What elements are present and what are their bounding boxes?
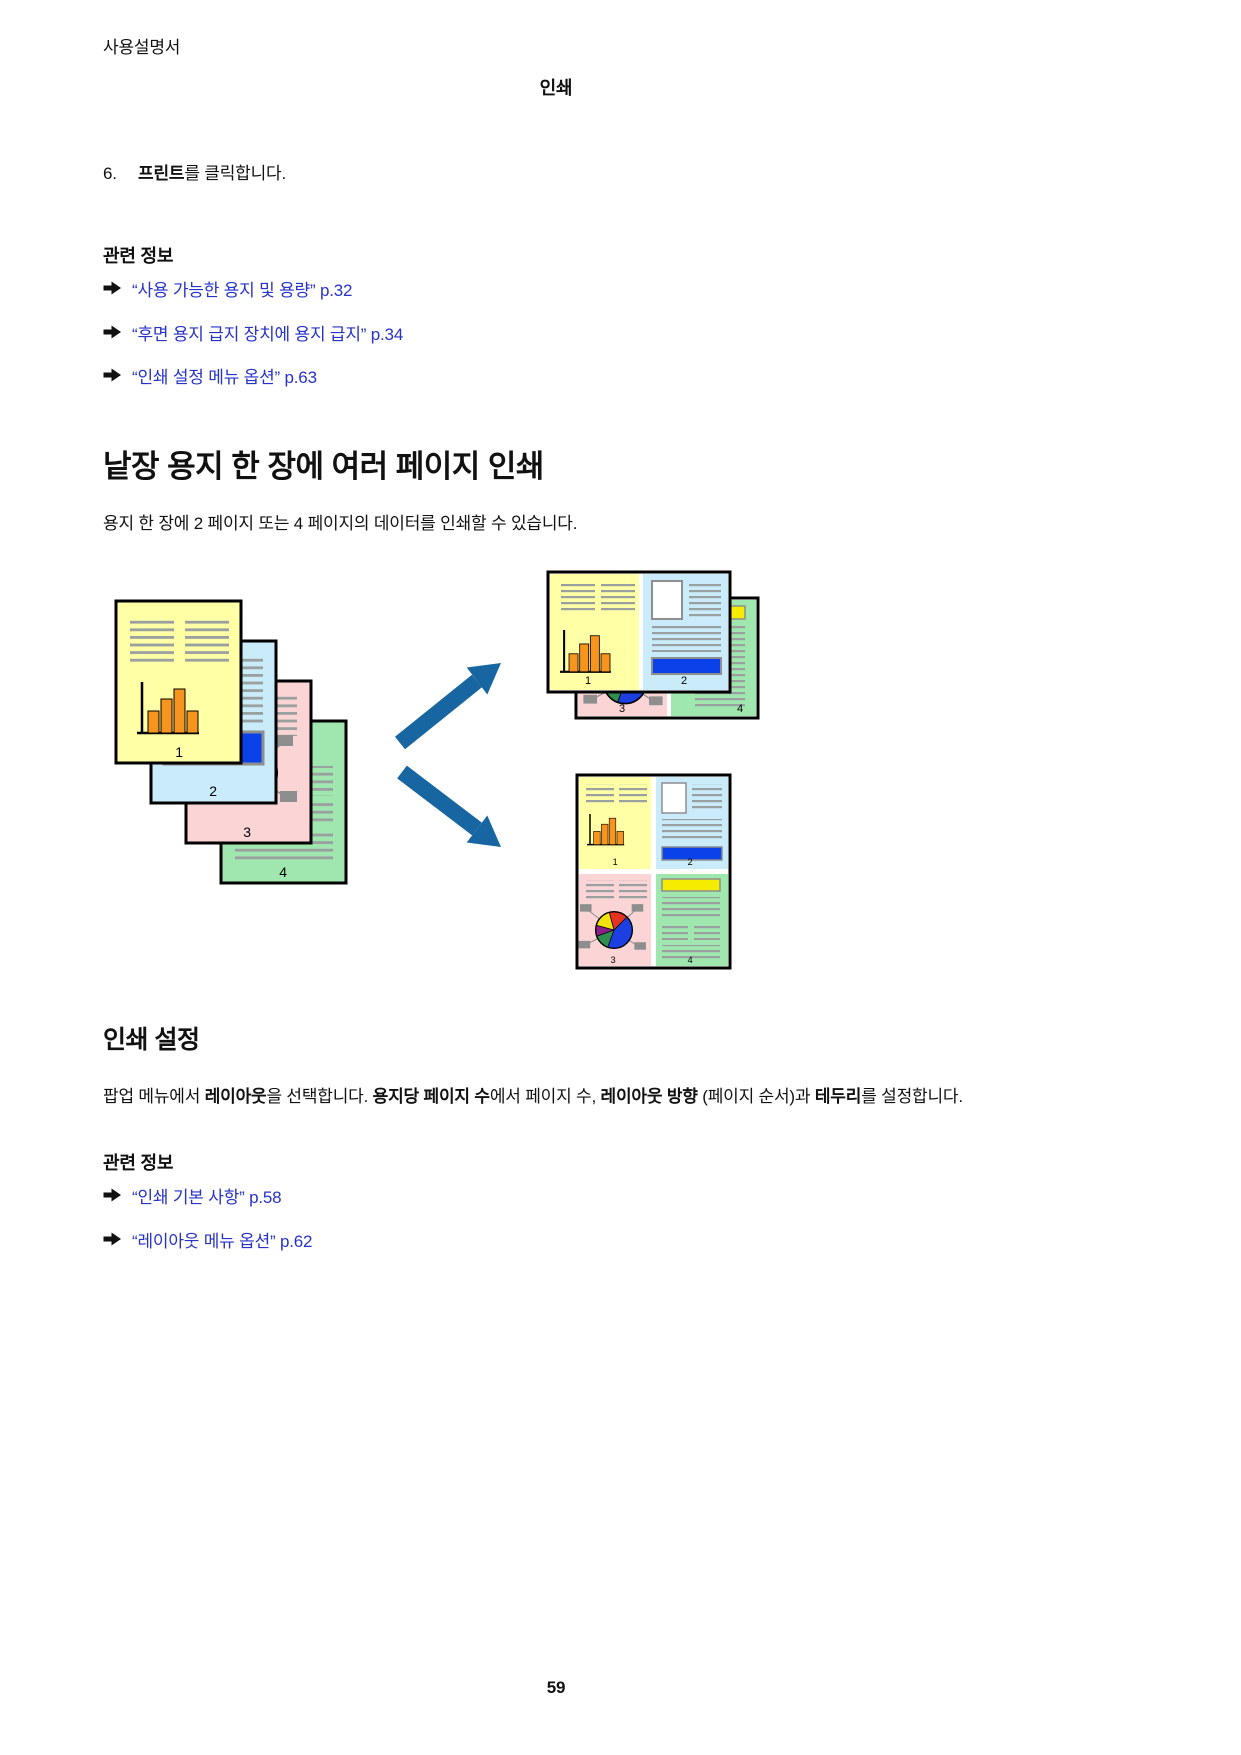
settings-bold: 용지당 페이지 수 — [372, 1087, 490, 1106]
related-link-row[interactable]: “인쇄 설정 메뉴 옵션” p.63 — [103, 364, 317, 387]
page-label: 1 — [585, 675, 591, 687]
link-arrow-icon — [103, 281, 121, 295]
page-label: 3 — [619, 703, 625, 715]
related-link-row[interactable]: “후면 용지 급지 장치에 용지 급지” p.34 — [103, 321, 404, 344]
settings-text: (페이지 순서)과 — [697, 1087, 815, 1106]
page-label: 2 — [681, 675, 687, 687]
step-6: 6. 프린트를 클릭합니다. — [103, 159, 286, 184]
related-link-row[interactable]: “인쇄 기본 사항” p.58 — [103, 1184, 282, 1207]
link-arrow-icon — [103, 368, 121, 382]
print-settings-heading: 인쇄 설정 — [103, 1026, 200, 1054]
settings-bold: 테두리 — [814, 1087, 862, 1106]
page-label: 3 — [243, 824, 251, 840]
settings-text: 팝업 메뉴에서 — [103, 1087, 205, 1106]
related-info-title-1: 관련 정보 — [103, 246, 174, 266]
chapter-title: 인쇄 — [539, 78, 573, 98]
step-bold-text: 프린트 — [138, 164, 185, 183]
arrow-to-4up-icon — [397, 765, 501, 847]
related-link-text[interactable]: “사용 가능한 용지 및 용량” p.32 — [132, 280, 353, 300]
arrow-to-2up-icon — [394, 663, 501, 750]
step-rest-text: 를 클릭합니다. — [184, 164, 287, 183]
nup-illustration: 4 3 2 1 — [114, 570, 760, 970]
stack-page-1: 1 — [114, 599, 243, 765]
settings-text: 를 설정합니다. — [861, 1087, 963, 1106]
settings-bold: 레이아웃 — [204, 1087, 267, 1106]
related-info-title-2: 관련 정보 — [103, 1153, 174, 1173]
related-link-text[interactable]: “인쇄 기본 사항” p.58 — [132, 1187, 282, 1207]
section-heading: 낱장 용지 한 장에 여러 페이지 인쇄 — [103, 449, 544, 484]
link-arrow-icon — [103, 1232, 121, 1246]
page-label: 2 — [209, 783, 217, 799]
print-settings-paragraph: 팝업 메뉴에서 레이아웃을 선택합니다. 용지당 페이지 수에서 페이지 수, … — [103, 1082, 963, 1107]
page-label: 4 — [737, 703, 743, 715]
related-link-row[interactable]: “사용 가능한 용지 및 용량” p.32 — [103, 277, 353, 300]
page-label: 1 — [175, 744, 183, 760]
settings-bold: 레이아웃 방향 — [600, 1087, 698, 1106]
settings-text: 을 선택합니다. — [266, 1087, 373, 1106]
result-2up-front-sheet: 1 2 — [546, 570, 732, 694]
link-arrow-icon — [103, 1188, 121, 1202]
settings-text: 에서 페이지 수, — [489, 1087, 601, 1106]
page-number: 59 — [546, 1678, 566, 1697]
doc-title: 사용설명서 — [103, 38, 181, 57]
page-label: 2 — [688, 857, 693, 867]
link-arrow-icon — [103, 325, 121, 339]
step-number: 6. — [103, 164, 117, 183]
page-label: 4 — [688, 955, 693, 965]
result-4up-sheet: 1 2 3 4 — [575, 773, 732, 970]
page-label: 4 — [279, 864, 287, 880]
section-intro: 용지 한 장에 2 페이지 또는 4 페이지의 데이터를 인쇄할 수 있습니다. — [103, 514, 578, 533]
related-link-text[interactable]: “후면 용지 급지 장치에 용지 급지” p.34 — [132, 324, 404, 344]
related-link-text[interactable]: “인쇄 설정 메뉴 옵션” p.63 — [132, 367, 317, 387]
page-label: 1 — [613, 857, 618, 867]
related-link-text[interactable]: “레이아웃 메뉴 옵션” p.62 — [132, 1231, 313, 1251]
page-label: 3 — [611, 955, 616, 965]
related-link-row[interactable]: “레이아웃 메뉴 옵션” p.62 — [103, 1228, 313, 1251]
